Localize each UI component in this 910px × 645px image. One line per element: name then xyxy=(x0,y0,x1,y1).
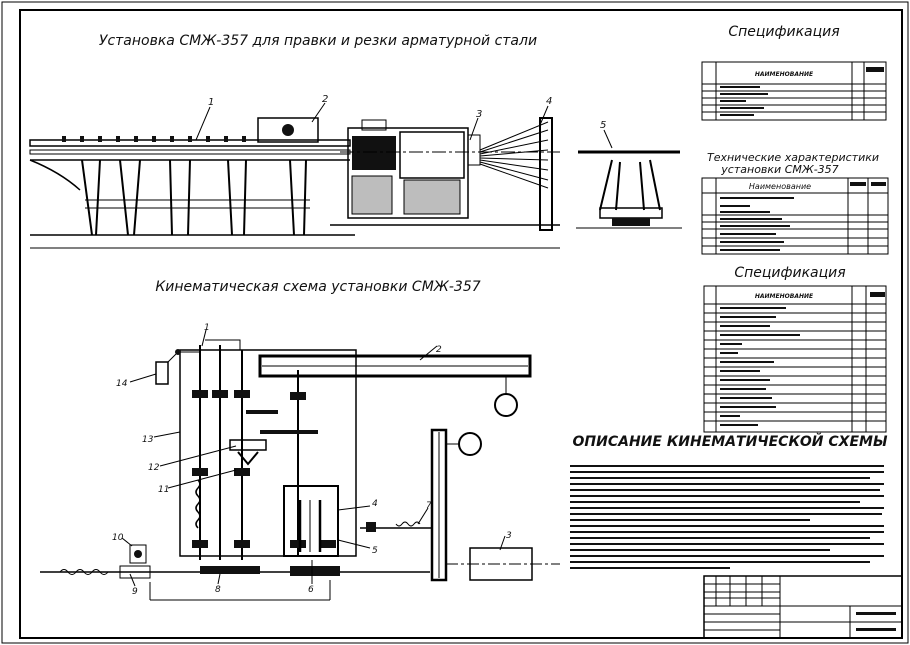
spec2-header: НАИМЕНОВАНИЕ xyxy=(755,293,814,300)
tech-table: Наименование xyxy=(701,177,889,255)
spec1-table: НАИМЕНОВАНИЕ xyxy=(701,61,887,121)
kin-callout-5: 5 xyxy=(372,546,378,556)
machine-title: Установка СМЖ-357 для правки и резки арм… xyxy=(99,33,537,49)
description-title: ОПИСАНИЕ КИНЕМАТИЧЕСКОЙ СХЕМЫ xyxy=(573,433,888,450)
machine-callout-1: 1 xyxy=(208,97,214,108)
machine-callout-2: 2 xyxy=(322,94,328,105)
spec2-title: Спецификация xyxy=(734,265,845,281)
kin-callout-4: 4 xyxy=(372,499,378,509)
tech-title-line1: Технические характеристики xyxy=(707,151,879,164)
kin-callout-12: 12 xyxy=(148,463,160,473)
kin-callout-14: 14 xyxy=(116,379,128,389)
kin-callout-7: 7 xyxy=(426,501,432,511)
kin-callout-3: 3 xyxy=(506,531,512,541)
spec1-header: НАИМЕНОВАНИЕ xyxy=(755,71,814,78)
machine-side-view: 1 2 3 4 5 xyxy=(29,94,682,249)
tech-header: Наименование xyxy=(749,182,811,191)
inner-frame xyxy=(19,9,903,639)
kin-callout-8: 8 xyxy=(215,585,221,595)
description-text-block xyxy=(570,465,884,569)
spec1-title: Спецификация xyxy=(728,24,839,40)
kin-callout-6: 6 xyxy=(308,585,314,595)
kinematic-scheme: 1 2 3 4 5 6 7 8 9 10 11 12 13 14 xyxy=(40,323,560,601)
kinematic-title: Кинематическая схема установки СМЖ-357 xyxy=(155,279,480,295)
kin-callout-1: 1 xyxy=(204,323,210,333)
spec2-table: НАИМЕНОВАНИЕ xyxy=(703,285,887,433)
machine-callout-4: 4 xyxy=(546,96,552,107)
machine-callout-5: 5 xyxy=(600,120,606,131)
kin-callout-10: 10 xyxy=(112,533,124,543)
kin-callout-11: 11 xyxy=(158,485,169,495)
title-block xyxy=(703,575,903,639)
tech-title-line2: установки СМЖ-357 xyxy=(720,163,838,176)
kin-callout-2: 2 xyxy=(436,345,442,355)
machine-callout-3: 3 xyxy=(476,109,482,120)
kin-callout-13: 13 xyxy=(142,435,154,445)
kin-callout-9: 9 xyxy=(132,587,138,597)
